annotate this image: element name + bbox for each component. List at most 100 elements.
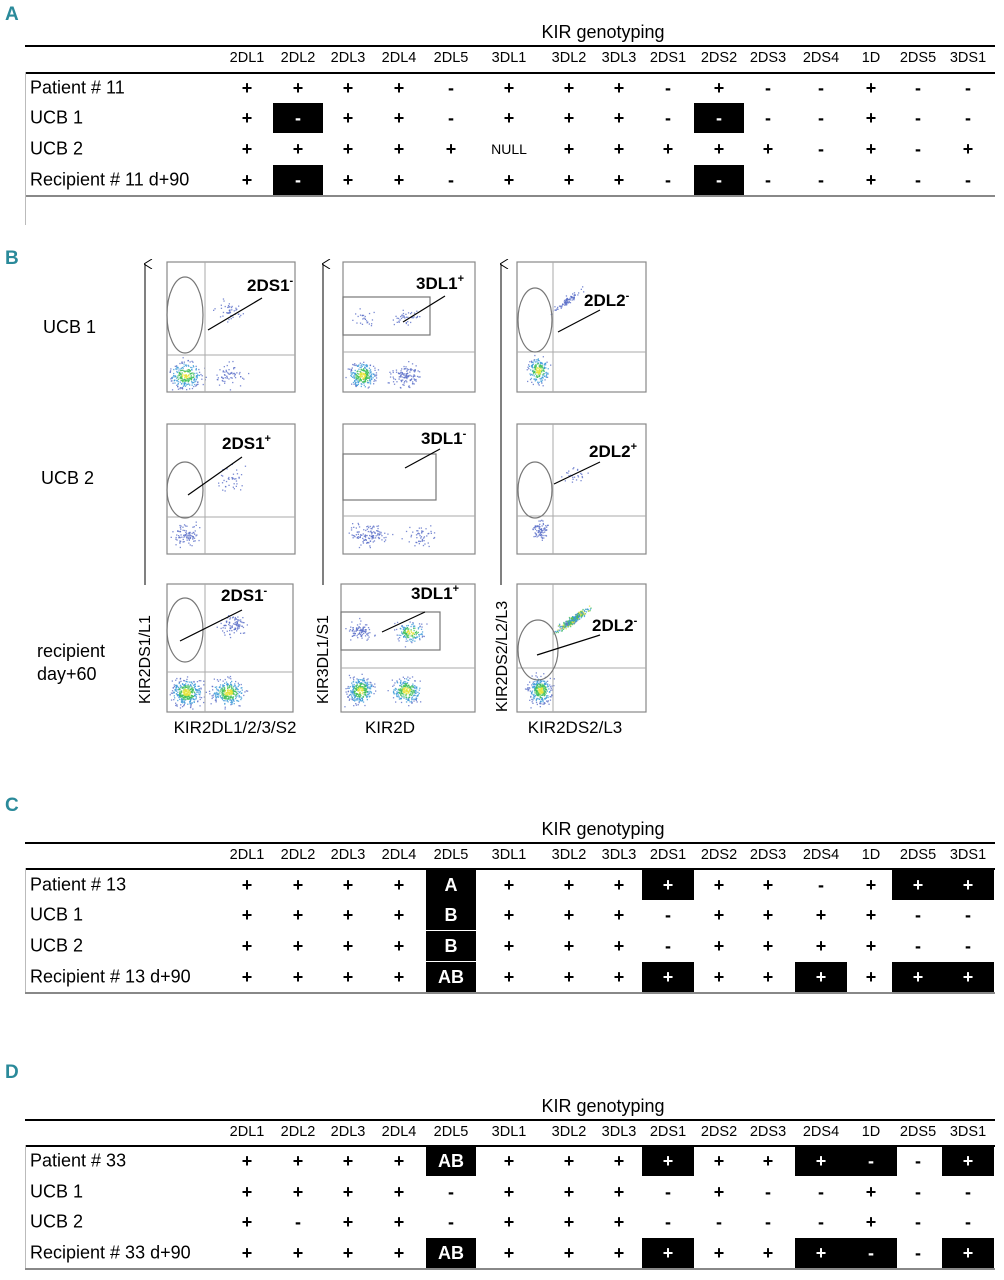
highlighted-cell: B [426,900,476,930]
flow-cytometry-panel: 2DS1-3DL1+2DL2-2DS1+3DL1-2DL2+2DS1-3DL1+… [37,0,647,737]
column-header: 2DL2 [280,847,316,863]
genotype-cell: + [713,1243,725,1263]
scatter-dots [526,286,585,387]
table-rule [25,842,995,844]
table-title-c: KIR genotyping [541,819,665,839]
genotype-cell: - [448,1182,454,1202]
scatter-dots [170,463,247,549]
genotype-cell: + [393,875,405,895]
genotype-cell: + [713,875,725,895]
column-header: 3DL2 [551,847,587,863]
genotype-cell: - [965,108,971,128]
genotype-cell: + [241,78,253,98]
genotype-cell: + [342,1212,354,1232]
highlighted-cell: + [795,962,847,992]
table-rule [25,992,995,994]
gate-label: 2DS1- [247,275,294,295]
genotype-cell: - [915,108,921,128]
genotype-cell: + [393,78,405,98]
column-header: 2DS2 [700,1124,738,1140]
highlighted-cell: - [273,165,323,195]
genotype-cell: + [865,139,877,159]
column-header: 2DS4 [802,50,840,66]
genotype-cell: - [765,1182,771,1202]
column-header: 3DL3 [601,847,637,863]
column-header: 2DL1 [229,847,265,863]
flow-plot: 2DL2+ [516,423,647,555]
genotype-cell: + [292,1182,304,1202]
genotype-cell: + [613,1182,625,1202]
genotype-cell: + [503,78,515,98]
row-label: Patient # 11 [30,77,125,98]
column-header: 2DS5 [899,1124,937,1140]
row-label: Recipient # 33 d+90 [30,1242,191,1263]
genotype-cell: + [393,1212,405,1232]
genotype-cell: - [965,905,971,925]
genotype-cell: - [818,108,824,128]
genotype-cell: + [393,967,405,987]
flow-plot: 3DL1+ [340,583,476,713]
column-header: 2DL2 [280,1124,316,1140]
genotype-cell: + [241,139,253,159]
genotype-cell: + [865,78,877,98]
column-header: 1D [861,847,881,863]
column-header: 2DS1 [649,1124,687,1140]
genotype-cell: - [665,108,671,128]
genotype-cell: + [613,170,625,190]
genotype-cell: + [503,875,515,895]
scatter-dots [345,308,421,389]
column-header: 2DS5 [899,50,937,66]
genotype-cell: - [915,1212,921,1232]
genotype-cell: + [342,1151,354,1171]
genotype-cell: + [563,1212,575,1232]
gate-rect [342,453,437,501]
genotype-cell: + [342,78,354,98]
gate-label: 3DL1+ [416,273,464,293]
table-rule [25,1268,995,1270]
genotype-cell: + [342,139,354,159]
genotype-cell: + [503,1212,515,1232]
genotype-cell: - [765,1212,771,1232]
scatter-dots [169,298,250,391]
genotype-cell: + [503,170,515,190]
genotype-cell: + [503,1243,515,1263]
genotype-cell: + [865,108,877,128]
genotype-cell: - [448,170,454,190]
genotype-cell: + [563,905,575,925]
genotype-cell: + [342,170,354,190]
genotype-cell: + [241,1243,253,1263]
column-header: 3DS1 [949,1124,987,1140]
table-border [25,868,26,992]
genotype-cell: + [865,967,877,987]
genotype-cell: + [865,905,877,925]
genotype-cell: - [665,1182,671,1202]
genotype-cell: + [865,1182,877,1202]
row-label: UCB 2 [30,935,84,956]
column-header: 2DS3 [749,50,787,66]
flow-plot: 3DL1+ [342,261,476,393]
table-rule [25,72,995,74]
genotype-cell: + [292,905,304,925]
genotype-cell: - [665,1212,671,1232]
genotype-cell: + [241,1151,253,1171]
genotype-cell: + [613,875,625,895]
highlighted-cell: - [694,165,744,195]
genotype-cell: + [815,936,827,956]
genotype-cell: + [865,875,877,895]
table-rule [25,45,995,47]
genotype-cell: - [965,936,971,956]
genotype-cell: + [342,1243,354,1263]
genotype-cell: + [713,1151,725,1171]
genotype-cell: - [915,1243,921,1263]
column-header: 2DS1 [649,50,687,66]
column-header: 3DL2 [551,50,587,66]
highlighted-cell: AB [426,1238,476,1268]
highlighted-cell: + [942,870,994,900]
gate-ellipse [517,287,553,353]
flow-plot: 3DL1- [342,423,476,555]
genotype-cell: + [762,1151,774,1171]
genotype-cell: - [965,78,971,98]
genotype-cell: + [342,108,354,128]
row-label-ucb1: UCB 1 [43,317,96,337]
table-rule [25,1119,995,1121]
